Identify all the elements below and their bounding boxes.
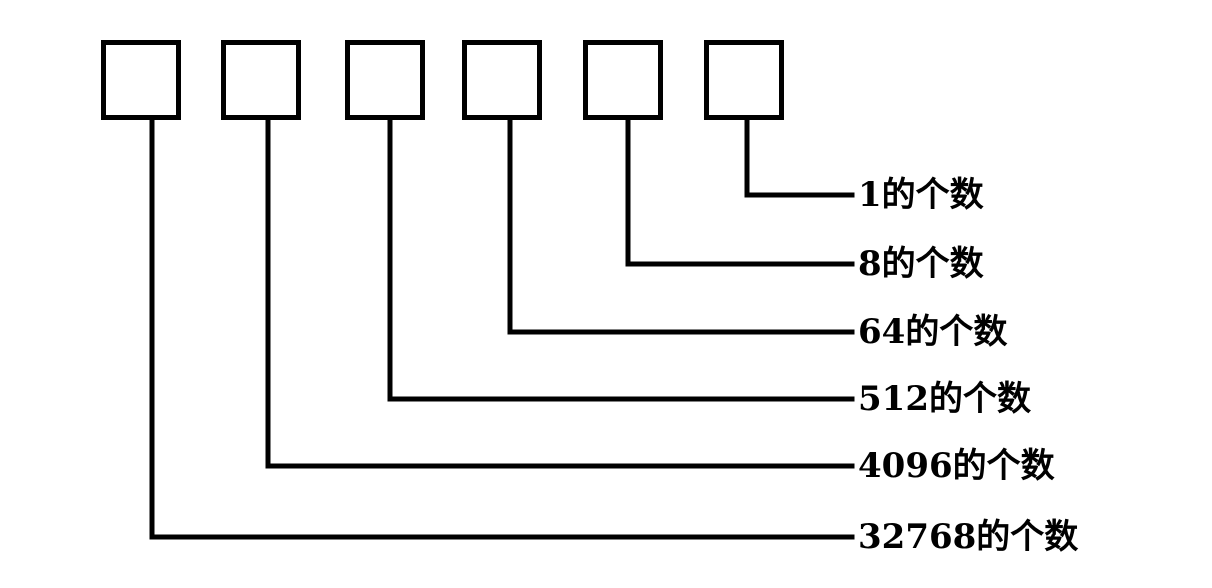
connector-line-4096 (265, 117, 855, 469)
digit-box-1 (101, 40, 181, 120)
connector-line-32768 (149, 117, 855, 540)
label-64: 64的个数 (858, 312, 1008, 352)
label-512: 512的个数 (858, 379, 1031, 419)
connector-line-512 (387, 117, 855, 402)
digit-box-3 (345, 40, 425, 120)
connector-line-8 (625, 117, 855, 267)
label-1: 1的个数 (858, 175, 984, 215)
label-32768: 32768的个数 (858, 517, 1079, 557)
connector-line-64 (507, 117, 855, 335)
digit-box-5 (583, 40, 663, 120)
digit-box-4 (462, 40, 542, 120)
label-8: 8的个数 (858, 244, 984, 284)
connector-line-1 (744, 117, 855, 198)
label-4096: 4096的个数 (858, 446, 1055, 486)
digit-box-6 (704, 40, 784, 120)
digit-box-2 (221, 40, 301, 120)
